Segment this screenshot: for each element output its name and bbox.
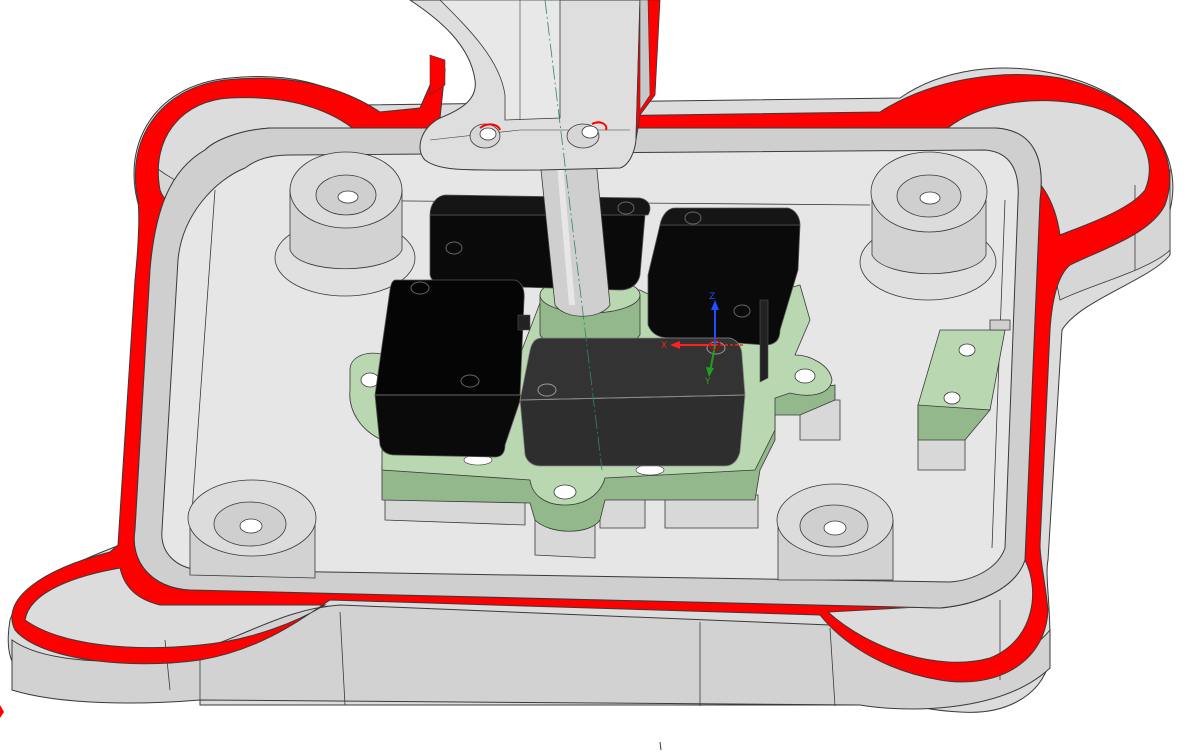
coordinate-triad-icon: X Z Y: [661, 292, 745, 387]
mounting-boss-top-right[interactable]: [859, 151, 997, 301]
mounting-boss-top-left[interactable]: [274, 151, 416, 297]
mounting-boss-bottom-left[interactable]: [187, 479, 317, 579]
micro-switch-front-left[interactable]: [374, 279, 531, 458]
micro-switch-front-right-selected[interactable]: [519, 337, 746, 467]
left-edge-marker: [0, 705, 4, 718]
triad-x-label: X: [661, 341, 667, 351]
triad-z-label: Z: [709, 292, 715, 302]
lever-handle[interactable]: [409, 0, 661, 171]
micro-switch-back-left[interactable]: [429, 194, 651, 291]
side-bracket[interactable]: [917, 319, 1011, 471]
mounting-boss-bottom-right[interactable]: [776, 483, 894, 581]
triad-y-label: Y: [704, 377, 711, 387]
actuator-shaft[interactable]: [539, 159, 611, 317]
bottom-tick-mark: [659, 741, 662, 751]
micro-switch-back-right[interactable]: [647, 207, 801, 383]
axis-centerline: [544, 0, 603, 471]
